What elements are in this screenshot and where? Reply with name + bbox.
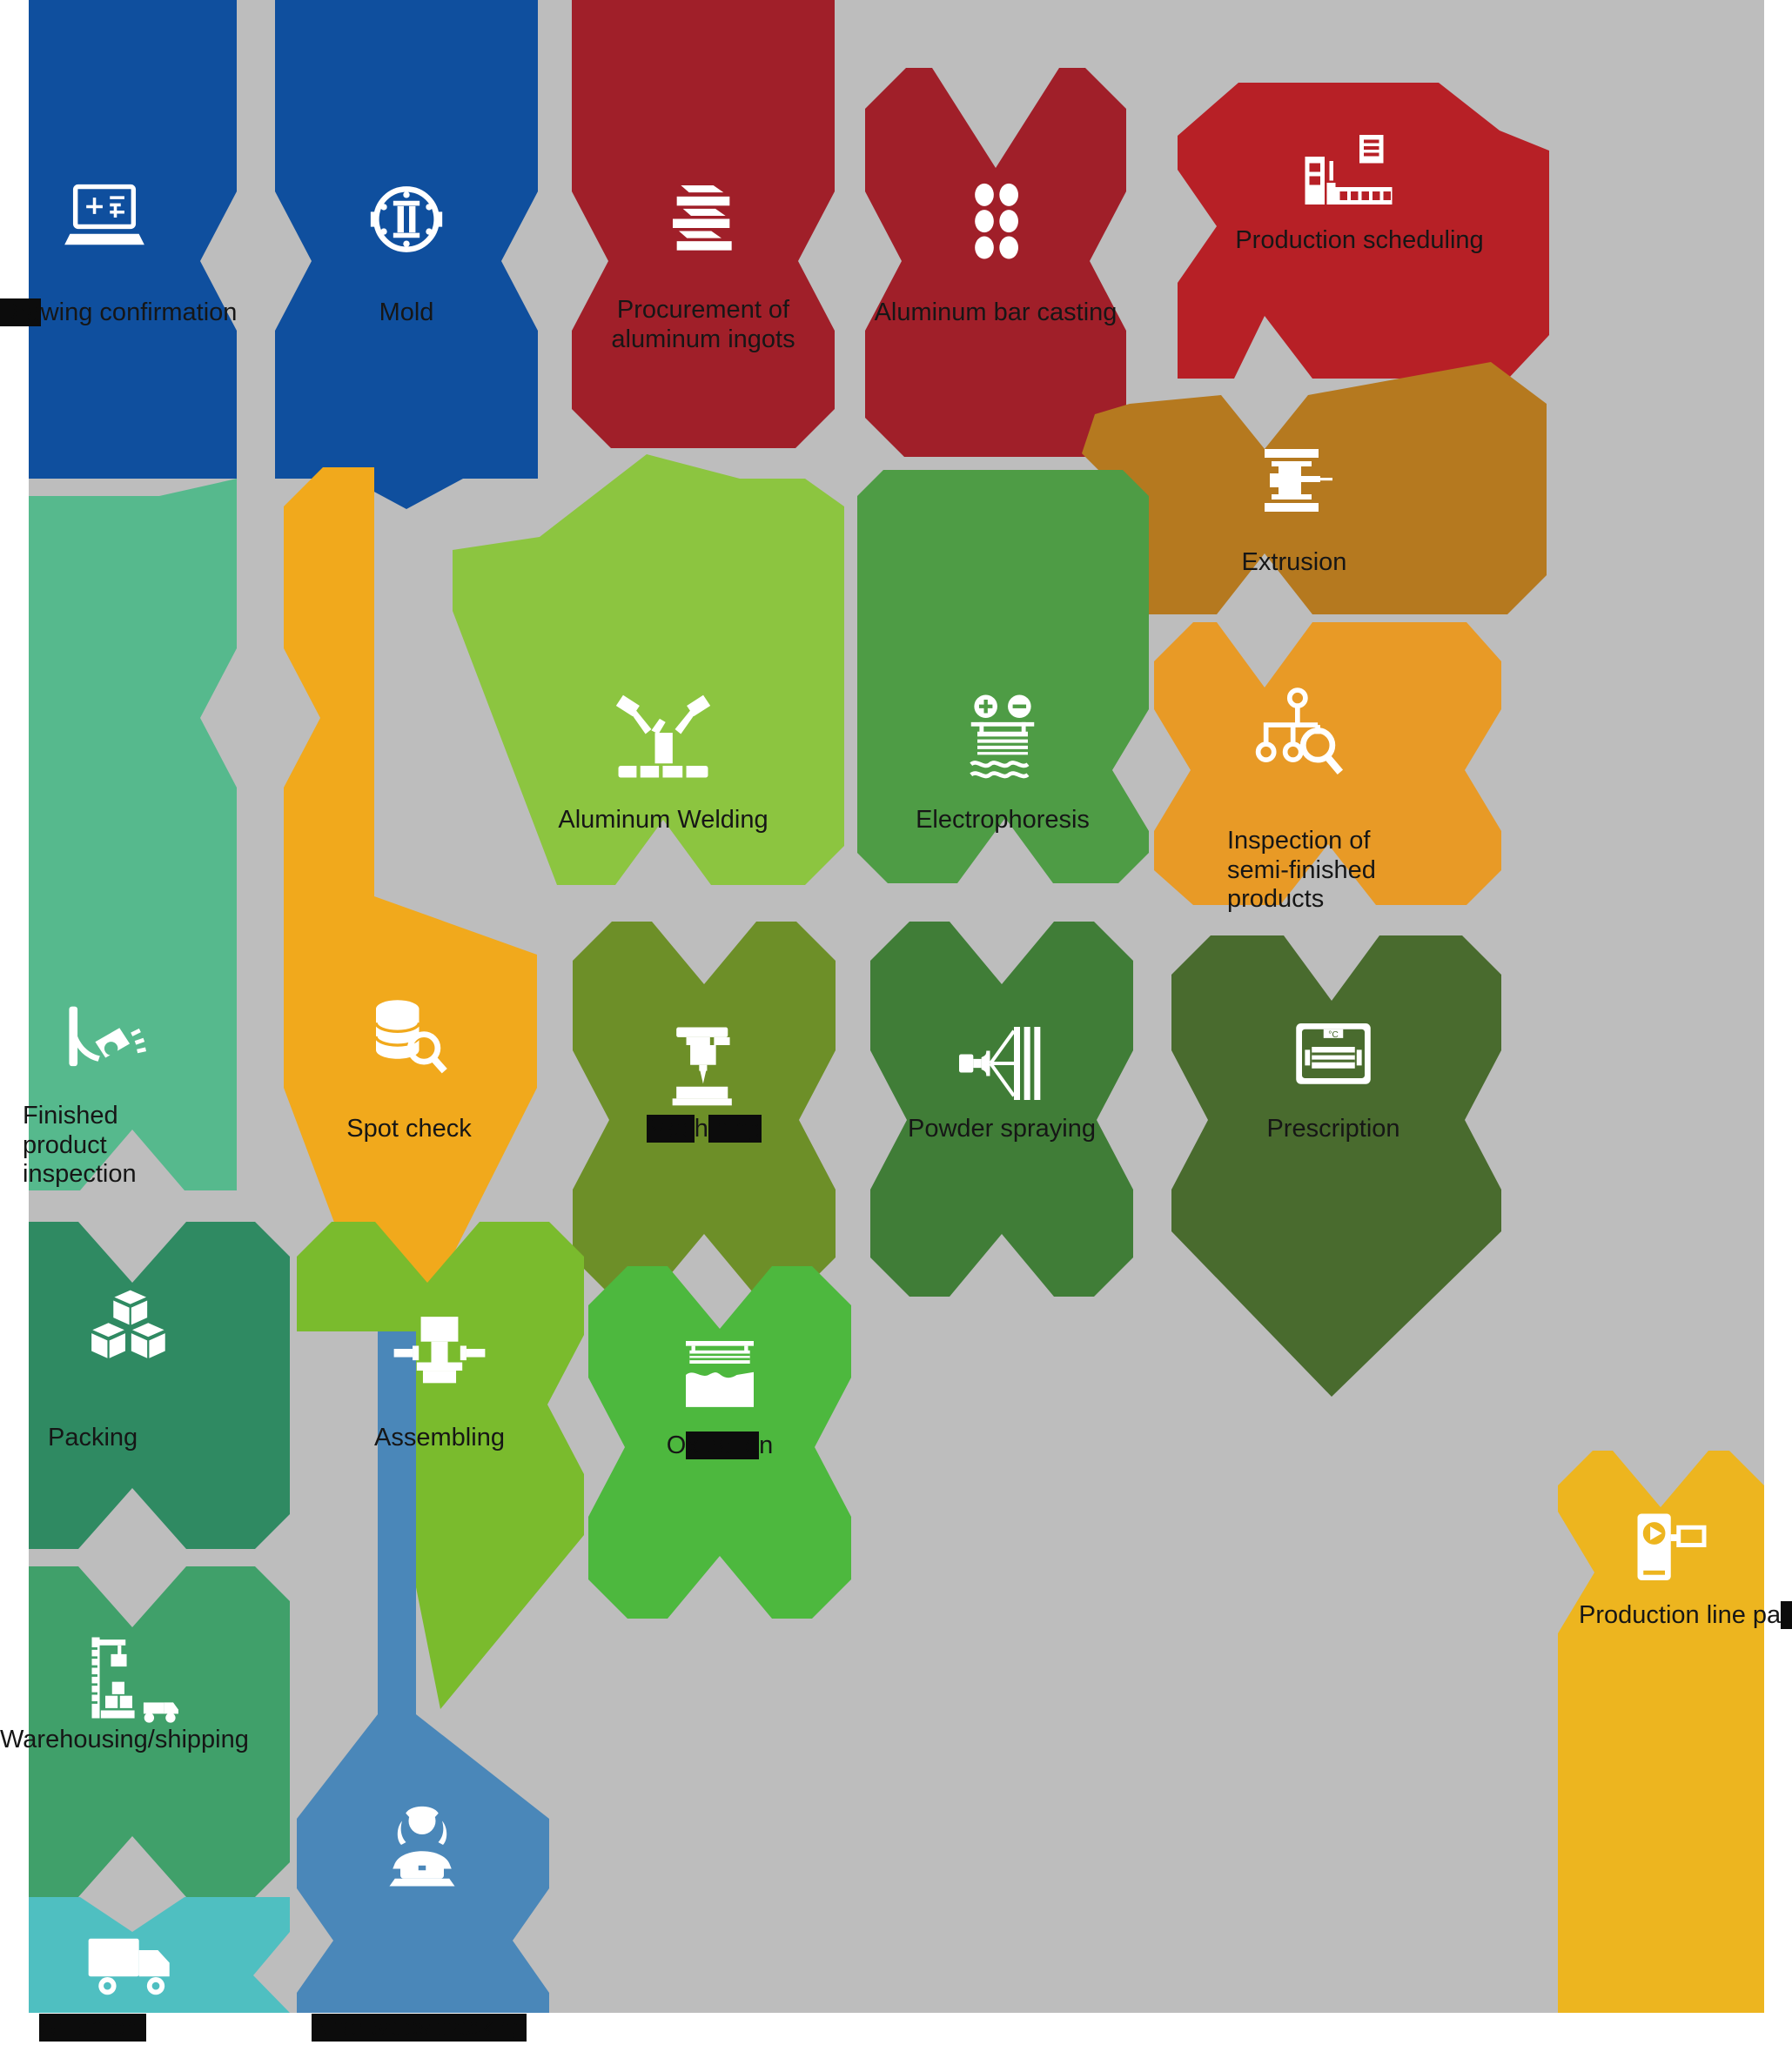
- welding-torches-icon: [607, 687, 720, 788]
- step-prescription-label: Prescription: [1266, 1115, 1400, 1143]
- spray-gun-icon: [953, 1015, 1050, 1112]
- step-after-sales-tracking-label: After sales tracking: [312, 2014, 527, 2042]
- step-procurement-of-aluminum-ingots-label: Procurement of aluminum ingots: [611, 296, 795, 353]
- support-agent-icon: [370, 1797, 474, 1893]
- clamp-fixture-icon: [389, 1311, 490, 1398]
- step-warehousing-shipping-label: Warehousing/shipping: [0, 1726, 249, 1753]
- step-shipment-label: Shipment: [39, 2014, 146, 2042]
- oven-temperature-icon: °C: [1286, 1008, 1380, 1102]
- step-mold: [275, 0, 538, 509]
- oxidation-tank-icon: [675, 1335, 765, 1415]
- step-warehousing-shipping: [29, 1566, 290, 1897]
- step-production-scheduling: [1178, 83, 1549, 379]
- step-powder-spraying-label: Powder spraying: [908, 1115, 1096, 1143]
- step-finished-product-inspection: [29, 479, 237, 1190]
- inspection-camera-icon: [57, 999, 148, 1077]
- step-extrusion-label: Extrusion: [1241, 548, 1347, 576]
- step-aluminum-bar-casting-label: Aluminum bar casting: [874, 298, 1117, 326]
- factory-line-icon: [1299, 131, 1403, 213]
- video-camera-icon: [1617, 1510, 1713, 1588]
- step-oxidation-label: Oxidation: [666, 1432, 774, 1459]
- step-assembling-label: Assembling: [374, 1424, 505, 1452]
- crane-warehouse-icon: [78, 1633, 186, 1723]
- svg-text:°C: °C: [1328, 1030, 1339, 1040]
- step-machining-label: Machining: [646, 1115, 762, 1143]
- step-production-scheduling-label: Production scheduling: [1235, 226, 1484, 254]
- step-packing: [29, 1222, 290, 1549]
- step-spot-check-label: Spot check: [346, 1115, 472, 1143]
- step-mold-label: Mold: [379, 298, 434, 326]
- ingot-stack-icon: [654, 167, 752, 265]
- step-drawing-confirmation-label: Drawing confirmation: [0, 298, 238, 326]
- step-finished-product-inspection-label: Finished product inspection: [23, 1102, 137, 1189]
- mold-ring-icon: [361, 174, 452, 265]
- step-electrophoresis: [857, 470, 1149, 883]
- step-packing-label: Packing: [48, 1424, 138, 1452]
- step-electrophoresis-label: Electrophoresis: [916, 806, 1090, 834]
- stacked-boxes-icon: [84, 1286, 181, 1370]
- step-production-line-patrol-label: Production line patrol: [1579, 1601, 1792, 1631]
- orgchart-magnifier-icon: [1248, 682, 1356, 790]
- drill-press-icon: [661, 1019, 748, 1115]
- extrusion-press-icon: [1252, 439, 1336, 522]
- electrode-bath-icon: [952, 687, 1053, 788]
- laptop-blueprint-icon: [61, 174, 148, 261]
- step-aluminum-welding-label: Aluminum Welding: [558, 806, 768, 834]
- coins-magnifier-icon: [360, 990, 454, 1084]
- step-inspection-of-semi-finished-products-label: Inspection of semi-finished products: [1227, 827, 1376, 914]
- step-extrusion: [1082, 362, 1547, 614]
- bar-ends-dots-icon: [950, 174, 1041, 265]
- truck-icon: [80, 1934, 181, 2007]
